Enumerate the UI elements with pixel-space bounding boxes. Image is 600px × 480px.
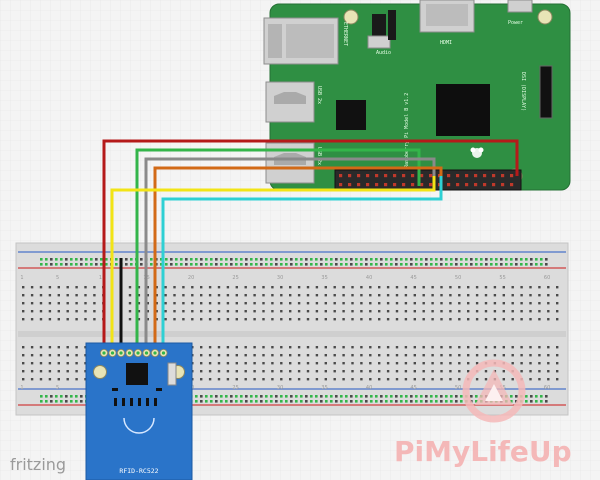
rfid-header-pins bbox=[100, 348, 168, 357]
svg-text:50: 50 bbox=[455, 385, 461, 391]
svg-text:60: 60 bbox=[544, 385, 550, 391]
svg-text:5: 5 bbox=[56, 275, 59, 281]
svg-text:55: 55 bbox=[499, 275, 505, 281]
svg-text:25: 25 bbox=[232, 385, 238, 391]
svg-text:30: 30 bbox=[277, 385, 283, 391]
usb-lan-chip bbox=[336, 100, 366, 130]
raspberry-logo-icon bbox=[470, 147, 484, 158]
svg-text:USB 2x: USB 2x bbox=[316, 147, 322, 165]
fritzing-brand: fritzing bbox=[10, 455, 66, 474]
svg-text:DSI (DISPLAY): DSI (DISPLAY) bbox=[520, 72, 526, 111]
crystal bbox=[167, 362, 177, 386]
ethernet-port: ETHERNET bbox=[263, 17, 348, 65]
svg-text:1: 1 bbox=[20, 385, 23, 391]
mount-hole bbox=[343, 9, 359, 25]
svg-text:50: 50 bbox=[455, 275, 461, 281]
mount-hole bbox=[93, 365, 107, 379]
rfid-rc522-module[interactable]: RFID-RC522 bbox=[85, 342, 193, 480]
wire-gray-gpio9[interactable] bbox=[144, 157, 436, 347]
svg-text:1: 1 bbox=[20, 275, 23, 281]
svg-text:10: 10 bbox=[99, 275, 105, 281]
svg-text:35: 35 bbox=[321, 275, 327, 281]
gpio-header bbox=[334, 169, 522, 191]
hdmi-port: HDMI bbox=[419, 0, 475, 46]
center-channel bbox=[18, 331, 566, 337]
svg-text:45: 45 bbox=[410, 275, 416, 281]
svg-text:60: 60 bbox=[544, 275, 550, 281]
svg-text:30: 30 bbox=[277, 275, 283, 281]
svg-text:25: 25 bbox=[232, 275, 238, 281]
rfid-components bbox=[112, 388, 162, 406]
watermark-text: PiMyLifeUp bbox=[394, 435, 572, 468]
antenna-trace bbox=[123, 417, 155, 434]
wire-red-3v3[interactable] bbox=[102, 139, 519, 347]
svg-text:USB 2x: USB 2x bbox=[316, 86, 322, 104]
svg-text:Power: Power bbox=[508, 20, 523, 26]
wire-cyan-gpio8[interactable] bbox=[161, 176, 443, 347]
svg-text:40: 40 bbox=[366, 275, 372, 281]
svg-text:40: 40 bbox=[366, 385, 372, 391]
power-port: Power bbox=[507, 0, 533, 26]
svg-text:5: 5 bbox=[56, 385, 59, 391]
pimylifeup-watermark: PiMyLifeUp bbox=[394, 359, 572, 468]
svg-text:ETHERNET: ETHERNET bbox=[342, 22, 348, 46]
pimylifeup-logo-icon bbox=[462, 359, 526, 423]
svg-text:Audio: Audio bbox=[376, 50, 391, 56]
rc522-chip bbox=[126, 363, 148, 385]
rfid-label: RFID-RC522 bbox=[119, 467, 158, 475]
svg-text:20: 20 bbox=[188, 275, 194, 281]
svg-text:35: 35 bbox=[321, 385, 327, 391]
camera-connector bbox=[388, 10, 396, 40]
wires bbox=[102, 139, 519, 347]
svg-text:Raspberry Pi Model B v1.2: Raspberry Pi Model B v1.2 bbox=[404, 93, 410, 168]
dsi-connector bbox=[539, 65, 553, 119]
audio-jack: Audio bbox=[367, 14, 391, 56]
usb-port-top: USB 2x bbox=[265, 81, 322, 123]
mount-hole bbox=[537, 9, 553, 25]
soc-chip bbox=[436, 84, 490, 136]
svg-text:HDMI: HDMI bbox=[440, 40, 452, 46]
wire-yellow-gpio25[interactable] bbox=[110, 176, 436, 347]
raspberry-pi-board[interactable]: ETHERNET USB 2x USB 2x Audio HDMI Power bbox=[263, 0, 571, 191]
svg-text:45: 45 bbox=[410, 385, 416, 391]
